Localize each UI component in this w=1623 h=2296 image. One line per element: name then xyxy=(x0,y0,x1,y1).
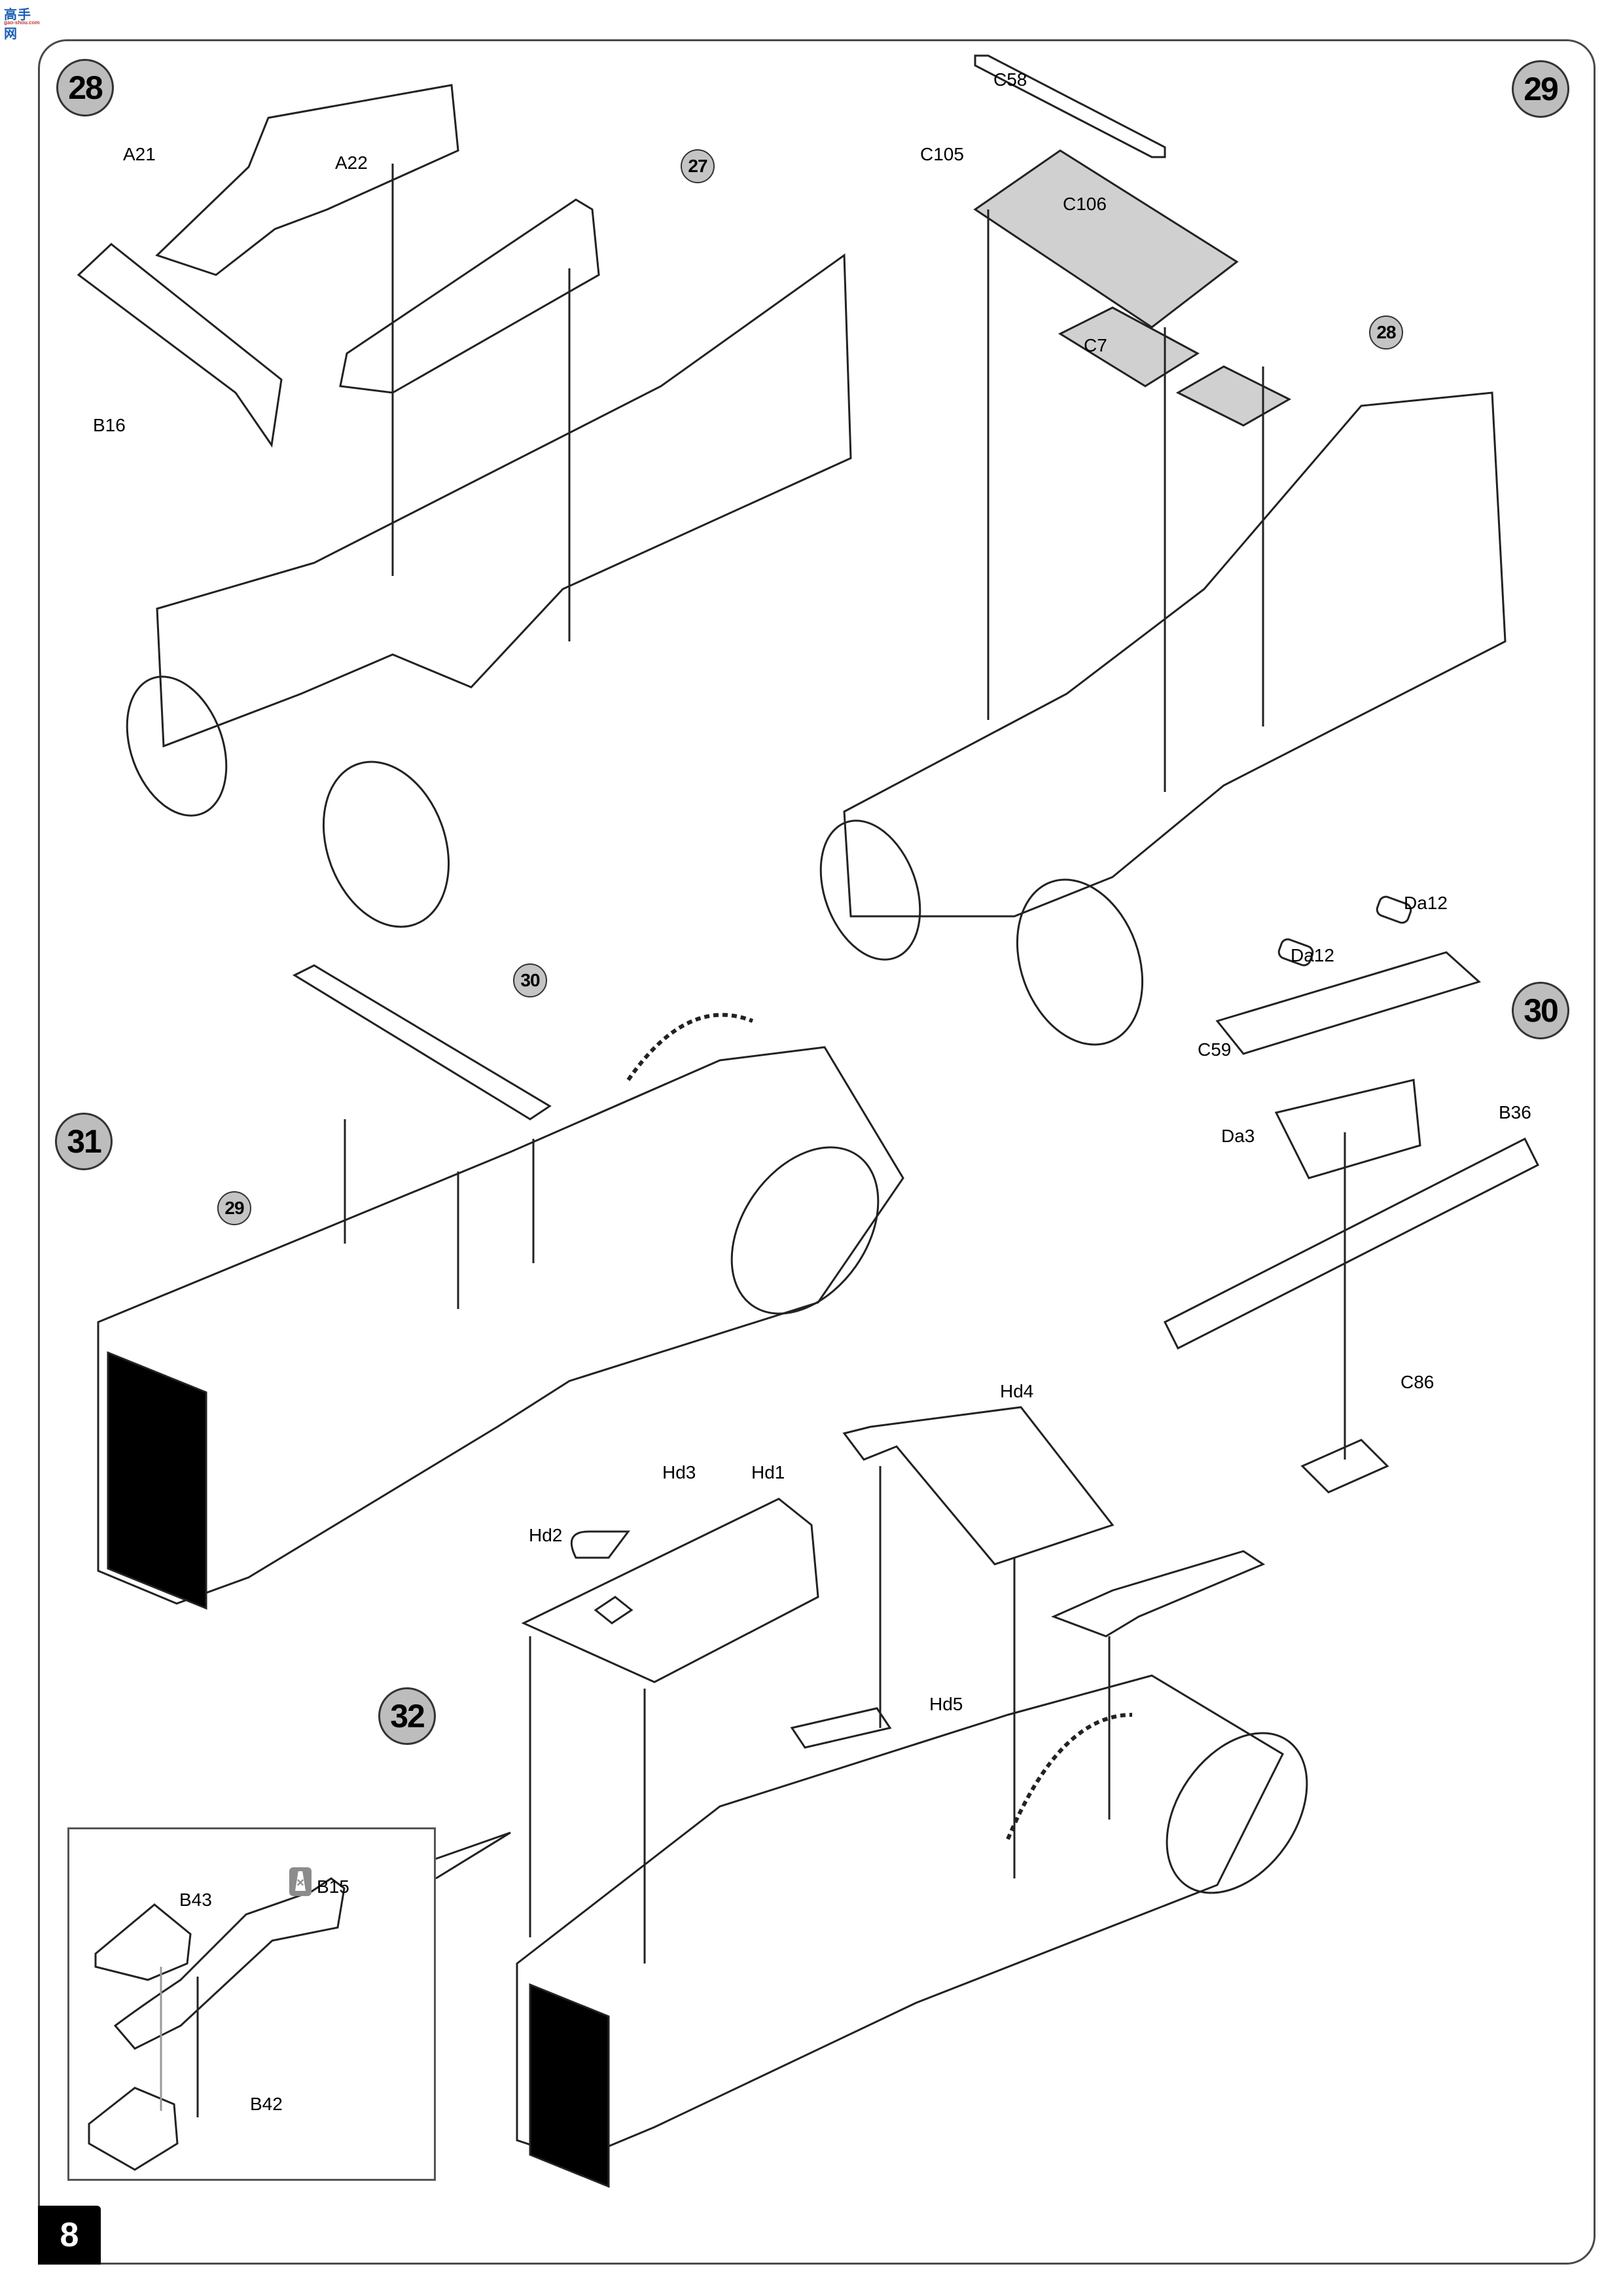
part-da12-a-shape xyxy=(1277,938,1314,967)
ref-badge-27: 27 xyxy=(681,149,715,183)
step-29-drawing xyxy=(819,54,1507,1046)
track-arc-31 xyxy=(626,1013,754,1081)
part-b36-shape xyxy=(1163,1137,1540,1350)
watermark-brand: 高手网 xyxy=(4,8,31,41)
part-label-a22: A22 xyxy=(335,152,368,173)
page-frame xyxy=(38,39,1596,2265)
part-b42-shape xyxy=(88,2087,179,2171)
ref-badge-29: 29 xyxy=(217,1191,251,1225)
part-a21-shape xyxy=(155,84,459,276)
part-a22-shape xyxy=(339,198,600,394)
part-c7b-shape xyxy=(1175,365,1292,427)
ref-badge-28: 28 xyxy=(1369,315,1403,350)
page-number: 8 xyxy=(38,2206,101,2265)
step-30-drawing xyxy=(1163,895,1540,1494)
part-label-b16: B16 xyxy=(93,415,126,435)
part-da12-b-shape xyxy=(1376,895,1412,924)
sprocket-32 xyxy=(1166,1732,1308,1894)
part-label-c59: C59 xyxy=(1198,1039,1232,1060)
part-hd2-shape xyxy=(594,1596,633,1624)
part-label-c7: C7 xyxy=(1084,335,1107,355)
part-b15-assembled xyxy=(1051,1550,1266,1638)
leafspring-assembly-shape xyxy=(292,964,552,1121)
track-arc-32 xyxy=(1006,1713,1133,1840)
part-da3-shape xyxy=(1274,1079,1421,1179)
cement-remove-icon xyxy=(289,1867,312,1896)
part-c58-shape xyxy=(974,54,1166,158)
part-label-da12-right: Da12 xyxy=(1404,893,1448,913)
sprocket-29-rear xyxy=(819,819,921,961)
step-badge-31: 31 xyxy=(55,1113,113,1170)
sprocket-29 xyxy=(1016,878,1144,1046)
step-badge-32: 32 xyxy=(378,1687,436,1745)
sprocket-28-rear xyxy=(126,675,228,817)
part-label-c86: C86 xyxy=(1400,1372,1435,1392)
part-c105-c106-shape xyxy=(973,149,1239,329)
step-badge-29: 29 xyxy=(1512,60,1569,118)
part-label-da12-left: Da12 xyxy=(1291,945,1334,965)
chassis-32 xyxy=(516,1674,1284,2161)
radiator-32 xyxy=(529,1983,610,2188)
part-label-c106: C106 xyxy=(1063,194,1107,214)
part-label-b15: B15 xyxy=(317,1876,349,1897)
part-hd5-shape xyxy=(790,1707,892,1749)
radiator-31 xyxy=(107,1351,207,1610)
detail-inset: B43 B15 B42 xyxy=(67,1827,436,2181)
part-b43-shape xyxy=(94,1903,192,1981)
part-hd1-shape xyxy=(521,1498,819,1683)
part-label-b43: B43 xyxy=(179,1890,212,1910)
chassis-31 xyxy=(97,1046,904,1605)
step-badge-30: 30 xyxy=(1512,982,1569,1039)
part-label-hd1: Hd1 xyxy=(751,1462,785,1482)
watermark-logo: 高手网 gao-shou.com xyxy=(4,4,45,41)
part-label-hd4: Hd4 xyxy=(1000,1381,1034,1401)
ref-badge-30: 30 xyxy=(513,963,547,997)
part-c7-shape xyxy=(1058,306,1200,387)
watermark-url: gao-shou.com xyxy=(4,20,40,26)
step-32-drawing xyxy=(435,1406,1308,2188)
part-b15-shape xyxy=(113,1877,346,2050)
inset-drawing xyxy=(88,1877,346,2171)
part-label-da3: Da3 xyxy=(1221,1126,1255,1146)
part-c59-shape xyxy=(1215,951,1481,1055)
part-label-c105: C105 xyxy=(920,144,964,164)
part-label-b36: B36 xyxy=(1499,1102,1531,1122)
step-badge-28: 28 xyxy=(56,59,114,117)
chassis-29 xyxy=(843,391,1507,918)
sprocket-28 xyxy=(322,761,450,928)
part-b16-shape xyxy=(77,243,283,448)
part-label-c58: C58 xyxy=(993,69,1027,90)
chassis-28 xyxy=(156,253,852,748)
part-hd3-shape xyxy=(570,1530,630,1559)
step-28-drawing xyxy=(77,84,852,928)
step-31-drawing xyxy=(97,964,904,1610)
part-label-hd3: Hd3 xyxy=(662,1462,696,1482)
part-label-hd2: Hd2 xyxy=(529,1525,563,1545)
part-label-a21: A21 xyxy=(123,144,156,164)
part-hd4-shape xyxy=(842,1406,1115,1566)
callout-pointer xyxy=(435,1831,511,1880)
part-c86-shape xyxy=(1300,1439,1389,1494)
part-label-hd5: Hd5 xyxy=(929,1694,963,1714)
part-label-b42: B42 xyxy=(250,2094,283,2114)
sprocket-31 xyxy=(730,1146,880,1315)
